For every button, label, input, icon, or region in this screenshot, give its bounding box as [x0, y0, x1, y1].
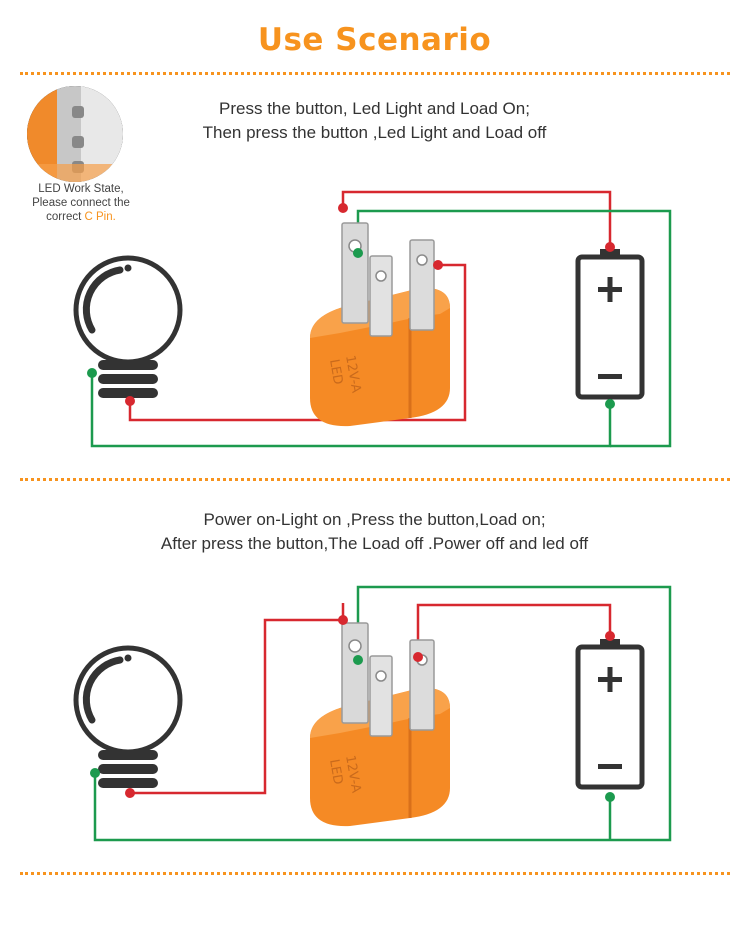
pin-dot: [338, 615, 348, 625]
pin-dot: [353, 248, 363, 258]
pin-dot: [353, 655, 363, 665]
wire-green: [93, 585, 672, 842]
wire-red: [128, 263, 467, 422]
bulb-icon: [76, 648, 180, 788]
pin-dot: [338, 203, 348, 213]
note-highlight: C Pin.: [84, 211, 116, 223]
switch-marking: 12V-A: [342, 754, 363, 794]
divider: [20, 872, 730, 875]
pin-dot: [605, 242, 615, 252]
note-text: correct: [46, 211, 85, 223]
scenario1-diagram: 12V-A LED: [76, 190, 672, 448]
note-line: LED Work State,: [38, 183, 124, 195]
wire-red: [341, 190, 612, 247]
pin-dot: [433, 260, 443, 270]
divider: [20, 72, 730, 75]
battery-icon: [578, 639, 642, 787]
pin-dot: [605, 399, 615, 409]
pin-dot: [90, 768, 100, 778]
pin-dot: [605, 792, 615, 802]
switch-marking: 12V-A: [342, 354, 363, 394]
note-line: Please connect the: [32, 197, 130, 209]
pin-dot: [605, 631, 615, 641]
caption-line: Power on-Light on ,Press the button,Load…: [203, 510, 546, 529]
switch-marking: LED: [326, 758, 345, 786]
push-button-switch-icon: [308, 621, 452, 828]
page-title: Use Scenario: [257, 22, 492, 58]
note-line: correct C Pin.: [6, 210, 156, 224]
scenario2-diagram: 12V-A LED: [76, 585, 672, 842]
pin-dot: [413, 652, 423, 662]
wire-green: [90, 373, 612, 448]
battery-icon: [578, 249, 642, 397]
pin-dot: [125, 396, 135, 406]
wire-red: [130, 603, 345, 795]
caption-line: Press the button, Led Light and Load On;: [219, 99, 530, 118]
caption-line: Then press the button ,Led Light and Loa…: [202, 123, 547, 142]
pin-dot: [87, 368, 97, 378]
wire-red: [416, 603, 612, 657]
led-note: LED Work State, Please connect the corre…: [6, 182, 156, 224]
caption-line: After press the button,The Load off .Pow…: [160, 534, 589, 553]
switch-marking: LED: [326, 358, 345, 386]
divider: [20, 478, 730, 481]
push-button-switch-icon: [308, 221, 452, 428]
scenario2-caption: Power on-Light on ,Press the button,Load…: [0, 508, 749, 556]
pin-dot: [125, 788, 135, 798]
scenario1-caption: Press the button, Led Light and Load On;…: [0, 97, 749, 145]
led-pin-thumbnail: [27, 86, 123, 182]
